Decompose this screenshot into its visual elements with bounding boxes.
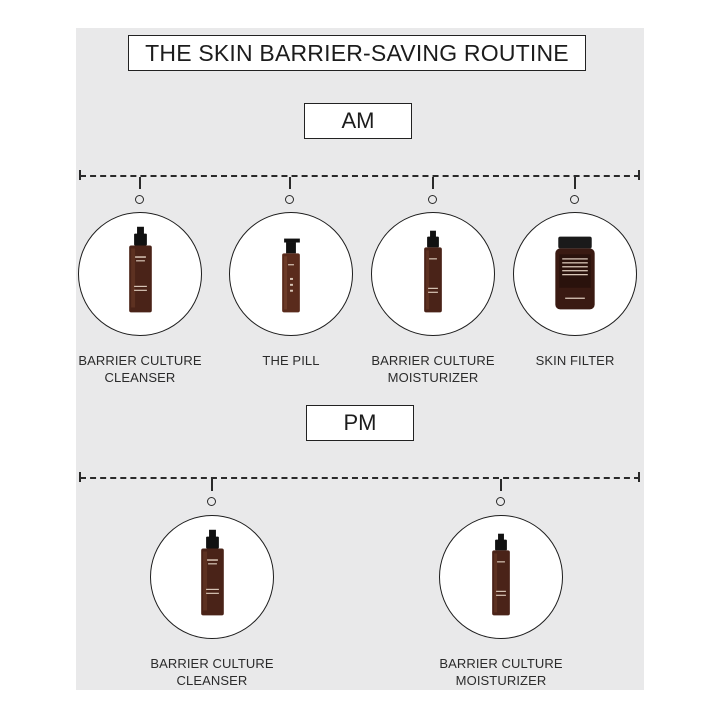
am-heading: AM (304, 103, 412, 139)
am-product-2-line1: THE PILL (262, 353, 320, 368)
am-product-image-3 (371, 212, 495, 336)
am-node-3 (428, 195, 437, 204)
am-node-2 (285, 195, 294, 204)
pm-product-image-2 (439, 515, 563, 639)
am-node-4 (570, 195, 579, 204)
pm-product-2-line2: MOISTURIZER (455, 673, 547, 688)
am-product-1-line1: BARRIER CULTURE (78, 353, 202, 368)
am-product-label-3: BARRIER CULTURE MOISTURIZER (358, 352, 508, 386)
pm-product-1-line2: CLEANSER (176, 673, 248, 688)
routine-title: THE SKIN BARRIER-SAVING ROUTINE (128, 35, 586, 71)
am-product-3-line1: BARRIER CULTURE (371, 353, 495, 368)
pm-product-2-line1: BARRIER CULTURE (439, 656, 563, 671)
am-connector-3 (432, 177, 434, 189)
am-timeline-start (79, 170, 81, 180)
pm-product-label-2: BARRIER CULTURE MOISTURIZER (426, 655, 576, 689)
am-connector-2 (289, 177, 291, 189)
pm-product-1-line1: BARRIER CULTURE (150, 656, 274, 671)
am-product-label-4: SKIN FILTER (500, 352, 650, 369)
pm-connector-1 (211, 479, 213, 491)
pm-heading: PM (306, 405, 414, 441)
cleanser-bottle-icon (129, 226, 152, 313)
moisturizer-bottle-icon (424, 230, 442, 313)
moisturizer-bottle-icon (492, 533, 510, 616)
am-product-image-1 (78, 212, 202, 336)
pm-product-label-1: BARRIER CULTURE CLEANSER (137, 655, 287, 689)
am-product-4-line1: SKIN FILTER (535, 353, 615, 368)
am-product-1-line2: CLEANSER (104, 370, 176, 385)
pm-timeline-start (79, 472, 81, 482)
am-connector-4 (574, 177, 576, 189)
am-product-3-line2: MOISTURIZER (387, 370, 479, 385)
am-timeline-end (638, 170, 640, 180)
am-product-image-4 (513, 212, 637, 336)
pm-node-2 (496, 497, 505, 506)
am-node-1 (135, 195, 144, 204)
pm-product-image-1 (150, 515, 274, 639)
am-product-image-2 (229, 212, 353, 336)
cleanser-bottle-icon (201, 529, 224, 616)
pm-node-1 (207, 497, 216, 506)
am-timeline (80, 175, 640, 177)
serum-bottle-icon (282, 238, 300, 313)
supplement-jar-icon (555, 236, 595, 310)
am-product-label-2: THE PILL (216, 352, 366, 369)
pm-timeline (80, 477, 640, 479)
pm-timeline-end (638, 472, 640, 482)
pm-connector-2 (500, 479, 502, 491)
am-connector-1 (139, 177, 141, 189)
am-product-label-1: BARRIER CULTURE CLEANSER (65, 352, 215, 386)
